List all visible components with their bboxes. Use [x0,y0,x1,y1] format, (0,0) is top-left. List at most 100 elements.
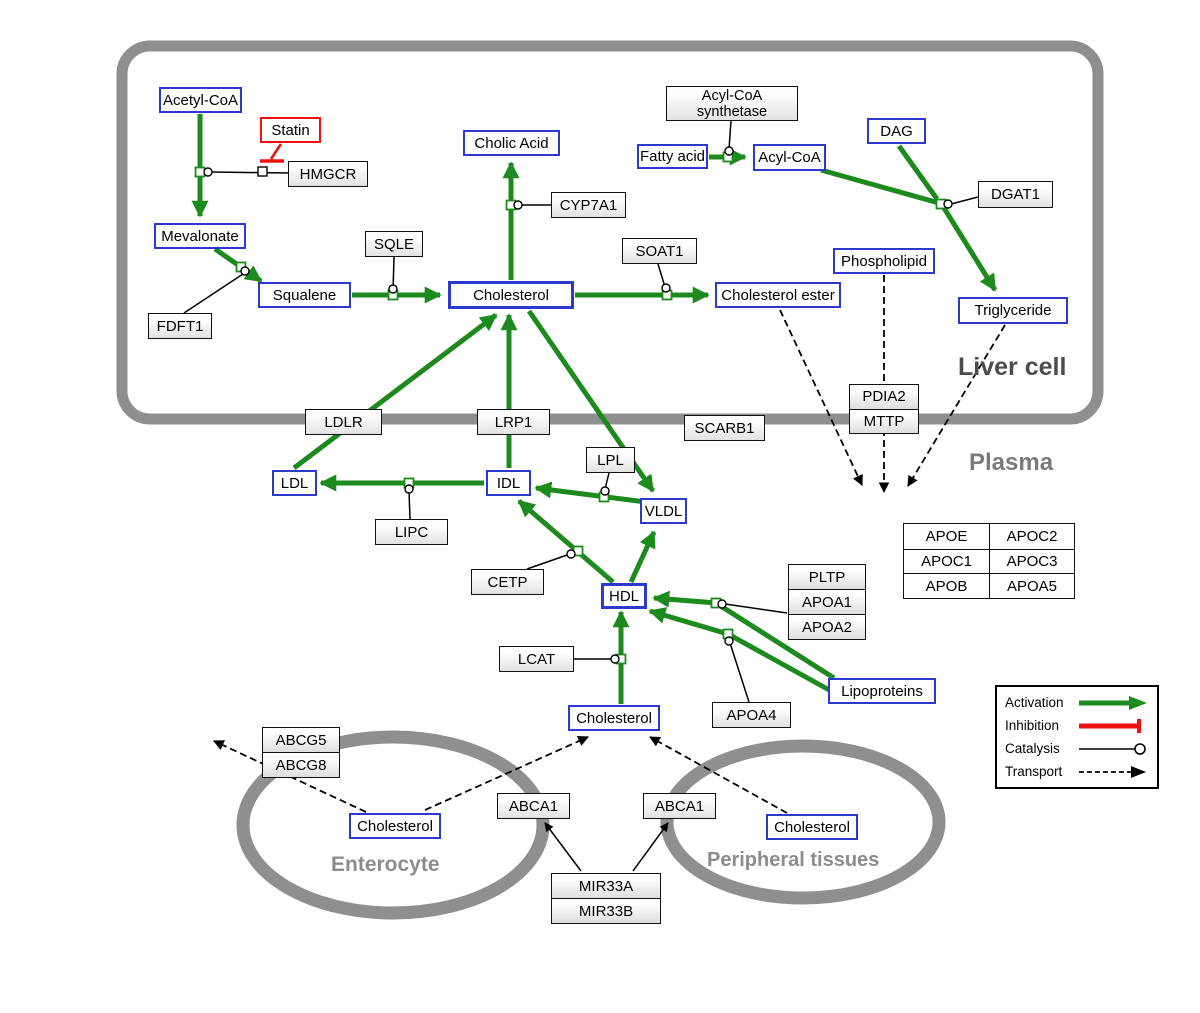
acs-line1: Acyl-CoA [701,87,763,104]
cat-fdft1 [183,271,247,314]
node-mir33b[interactable]: MIR33B [552,898,660,923]
stack-mir33a-mir33b: MIR33A MIR33B [551,873,661,924]
mir33-edges [544,822,669,872]
node-apoa1[interactable]: APOA1 [789,589,865,614]
enterocyte-label: Enterocyte [331,853,440,876]
node-fatty-acid[interactable]: Fatty acid [637,144,708,169]
node-abcg5[interactable]: ABCG5 [263,728,339,752]
apolipoprotein-table: APOE APOC2 APOC1 APOC3 APOB APOA5 [903,523,1075,599]
edge-mir33-abca1-right [632,822,669,872]
node-mevalonate[interactable]: Mevalonate [154,223,246,249]
node-phospholipid[interactable]: Phospholipid [833,248,935,274]
node-lipoproteins[interactable]: Lipoproteins [828,678,936,704]
node-apoa2[interactable]: APOA2 [789,614,865,639]
node-cholesterol-peripheral[interactable]: Cholesterol [766,814,858,840]
node-vldl[interactable]: VLDL [640,498,687,524]
cat-soat1 [657,263,666,288]
edge-mir33-abca1-left [544,822,582,872]
node-cholesterol-liver[interactable]: Cholesterol [448,281,574,309]
node-cholesterol-enterocyte[interactable]: Cholesterol [349,813,441,839]
edge-acylcoa-junction [820,167,940,206]
cat-hmgcr [211,171,289,174]
node-dag[interactable]: DAG [867,118,926,144]
node-squalene[interactable]: Squalene [258,282,351,308]
legend-inhibition-label: Inhibition [1005,718,1060,733]
cat-pltp [724,603,788,614]
peripheral-tissues-membrane [660,739,946,905]
activation-arrow-icon [1079,695,1147,710]
cat-dgat1 [950,196,979,205]
edge-hdl-vldl [628,530,657,584]
plasma-label: Plasma [969,449,1054,476]
transport-dashed-arrow-icon [1079,765,1146,778]
node-apoa4[interactable]: APOA4 [712,702,791,728]
legend-catalysis-label: Catalysis [1005,741,1060,756]
node-pltp[interactable]: PLTP [789,565,865,589]
node-ldl[interactable]: LDL [272,470,317,496]
node-idl[interactable]: IDL [486,470,531,496]
cat-acylcoa-synthetase [728,120,732,150]
liver-cell-membrane [116,40,1104,425]
node-lrp1[interactable]: LRP1 [477,409,550,435]
node-ldlr[interactable]: LDLR [305,409,382,435]
node-apoc1[interactable]: APOC1 [904,548,989,574]
node-abcg8[interactable]: ABCG8 [263,752,339,777]
edge-triglyceride-plasma [907,324,1006,487]
edge-ldl-ldlr-cholesterol [292,313,498,470]
legend-row-transport: Transport [1005,761,1149,783]
node-triglyceride[interactable]: Triglyceride [958,297,1068,324]
node-hdl[interactable]: HDL [601,583,647,609]
node-lipc[interactable]: LIPC [375,519,448,545]
edge-peripheral-cholesterol-plasma [649,736,788,814]
node-soat1[interactable]: SOAT1 [622,238,697,264]
legend-transport-label: Transport [1005,764,1063,779]
legend: Activation Inhibition Catalysis Transpor… [995,685,1159,789]
node-pdia2[interactable]: PDIA2 [850,385,918,409]
node-abca1-left[interactable]: ABCA1 [497,793,570,819]
node-dgat1[interactable]: DGAT1 [978,181,1053,208]
inhibition-edge [260,143,284,163]
node-sqle[interactable]: SQLE [365,231,423,257]
catalysis-circle-icon [1079,742,1146,755]
node-cholic-acid[interactable]: Cholic Acid [463,130,560,156]
node-cholesterol-ester[interactable]: Cholesterol ester [715,282,841,308]
node-apoc2[interactable]: APOC2 [989,524,1074,549]
cat-apoa4 [729,642,750,703]
node-apob[interactable]: APOB [904,573,989,598]
edge-hdl-idl [517,499,615,584]
node-cetp[interactable]: CETP [471,569,544,595]
edge-statin-line [269,143,283,160]
node-acetyl-coa[interactable]: Acetyl-CoA [159,87,242,113]
node-acyl-coa[interactable]: Acyl-CoA [753,144,826,171]
node-scarb1[interactable]: SCARB1 [684,415,765,441]
stack-pltp-apoa1-apoa2: PLTP APOA1 APOA2 [788,564,866,640]
node-cholesterol-plasma[interactable]: Cholesterol [568,705,660,731]
node-acyl-coa-synthetase[interactable]: Acyl-CoA synthetase [666,86,798,121]
node-statin[interactable]: Statin [260,117,321,143]
node-lpl[interactable]: LPL [586,447,635,473]
stack-pdia2-mttp: PDIA2 MTTP [849,384,919,434]
node-mttp[interactable]: MTTP [850,408,918,433]
node-cyp7a1[interactable]: CYP7A1 [551,192,626,218]
edge-enterocyte-cholesterol-plasma [424,736,589,811]
catalysis-edges [183,120,979,703]
node-apoc3[interactable]: APOC3 [989,548,1074,574]
edge-dag-junction [896,144,940,201]
edge-junction-triglyceride [941,206,998,292]
node-mir33a[interactable]: MIR33A [552,874,660,898]
node-fdft1[interactable]: FDFT1 [148,313,212,339]
enterocyte-membrane [236,730,550,920]
node-lcat[interactable]: LCAT [499,646,574,672]
statin-target-anchor [257,166,268,177]
peripheral-tissues-label: Peripheral tissues [707,849,880,871]
legend-row-activation: Activation [1005,692,1149,714]
node-apoe[interactable]: APOE [904,524,989,549]
node-apoa5[interactable]: APOA5 [989,573,1074,598]
stack-abcg5-abcg8: ABCG5 ABCG8 [262,727,340,778]
cat-lipc [408,490,411,520]
node-hmgcr[interactable]: HMGCR [288,161,368,187]
legend-activation-label: Activation [1005,695,1064,710]
node-abca1-right[interactable]: ABCA1 [643,793,716,819]
